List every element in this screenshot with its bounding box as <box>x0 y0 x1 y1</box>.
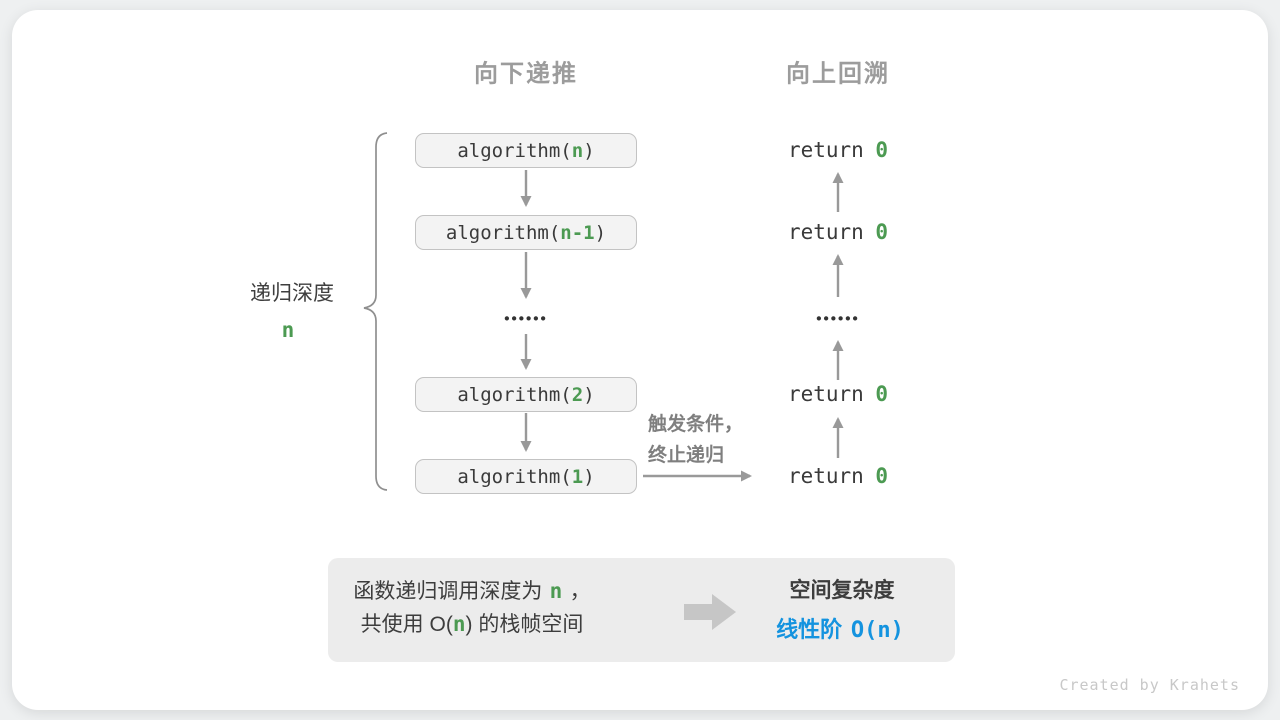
code-text: ) <box>594 222 607 244</box>
return-keyword: return <box>787 220 864 244</box>
space-complexity-result: 线性阶 O(n) <box>776 612 904 644</box>
return-statement: return 0 <box>788 220 888 244</box>
credit-watermark: Created by Krahets <box>1059 676 1240 694</box>
return-value: 0 <box>875 464 889 488</box>
call-box-algorithm-n: algorithm(n) <box>415 133 637 168</box>
summary-text: ) 的栈帧空间 <box>465 613 584 636</box>
code-text: algorithm( <box>445 222 561 244</box>
summary-line1: 函数递归调用深度为 n ， <box>353 575 590 605</box>
summary-panel <box>328 558 955 662</box>
return-statement: return 0 <box>788 382 888 406</box>
summary-var-n: n <box>452 612 466 636</box>
call-box-algorithm-1: algorithm(1) <box>415 459 637 494</box>
return-value: 0 <box>875 138 889 162</box>
summary-line2: 共使用 O(n) 的栈帧空间 <box>361 608 584 638</box>
call-box-algorithm-2: algorithm(2) <box>415 377 637 412</box>
summary-text: 共使用 O( <box>360 613 453 636</box>
code-text: ) <box>583 466 595 488</box>
code-arg: n-1 <box>560 222 595 244</box>
result-big-o: O(n) <box>850 618 904 643</box>
code-text: algorithm( <box>457 140 572 162</box>
ellipsis-left: •••••• <box>504 310 548 328</box>
depth-variable: n <box>281 318 295 342</box>
return-keyword: return <box>787 138 864 162</box>
summary-text: ， <box>569 580 591 603</box>
return-keyword: return <box>787 382 864 406</box>
code-text: ) <box>583 140 595 162</box>
code-arg: n <box>571 140 584 162</box>
return-value: 0 <box>875 382 889 406</box>
return-statement: return 0 <box>788 138 888 162</box>
code-arg: 2 <box>571 384 584 406</box>
header-downward-recursion: 向下递推 <box>474 60 578 88</box>
return-keyword: return <box>787 464 864 488</box>
return-value: 0 <box>875 220 889 244</box>
code-text: algorithm( <box>457 384 572 406</box>
code-arg: 1 <box>571 466 584 488</box>
call-box-algorithm-n-1: algorithm(n-1) <box>415 215 637 250</box>
summary-text: 函数递归调用深度为 <box>353 580 543 603</box>
ellipsis-right: •••••• <box>816 310 860 328</box>
depth-label: 递归深度 <box>250 282 334 305</box>
result-text: 线性阶 <box>776 617 843 642</box>
summary-var-n: n <box>549 579 563 603</box>
code-text: ) <box>583 384 595 406</box>
trigger-note-line2: 终止递归 <box>648 445 725 466</box>
header-upward-backtracking: 向上回溯 <box>786 60 890 88</box>
trigger-note-line1: 触发条件， <box>648 414 744 435</box>
space-complexity-title: 空间复杂度 <box>789 579 895 602</box>
implies-arrow-icon <box>684 594 736 630</box>
return-statement: return 0 <box>788 464 888 488</box>
code-text: algorithm( <box>457 466 572 488</box>
